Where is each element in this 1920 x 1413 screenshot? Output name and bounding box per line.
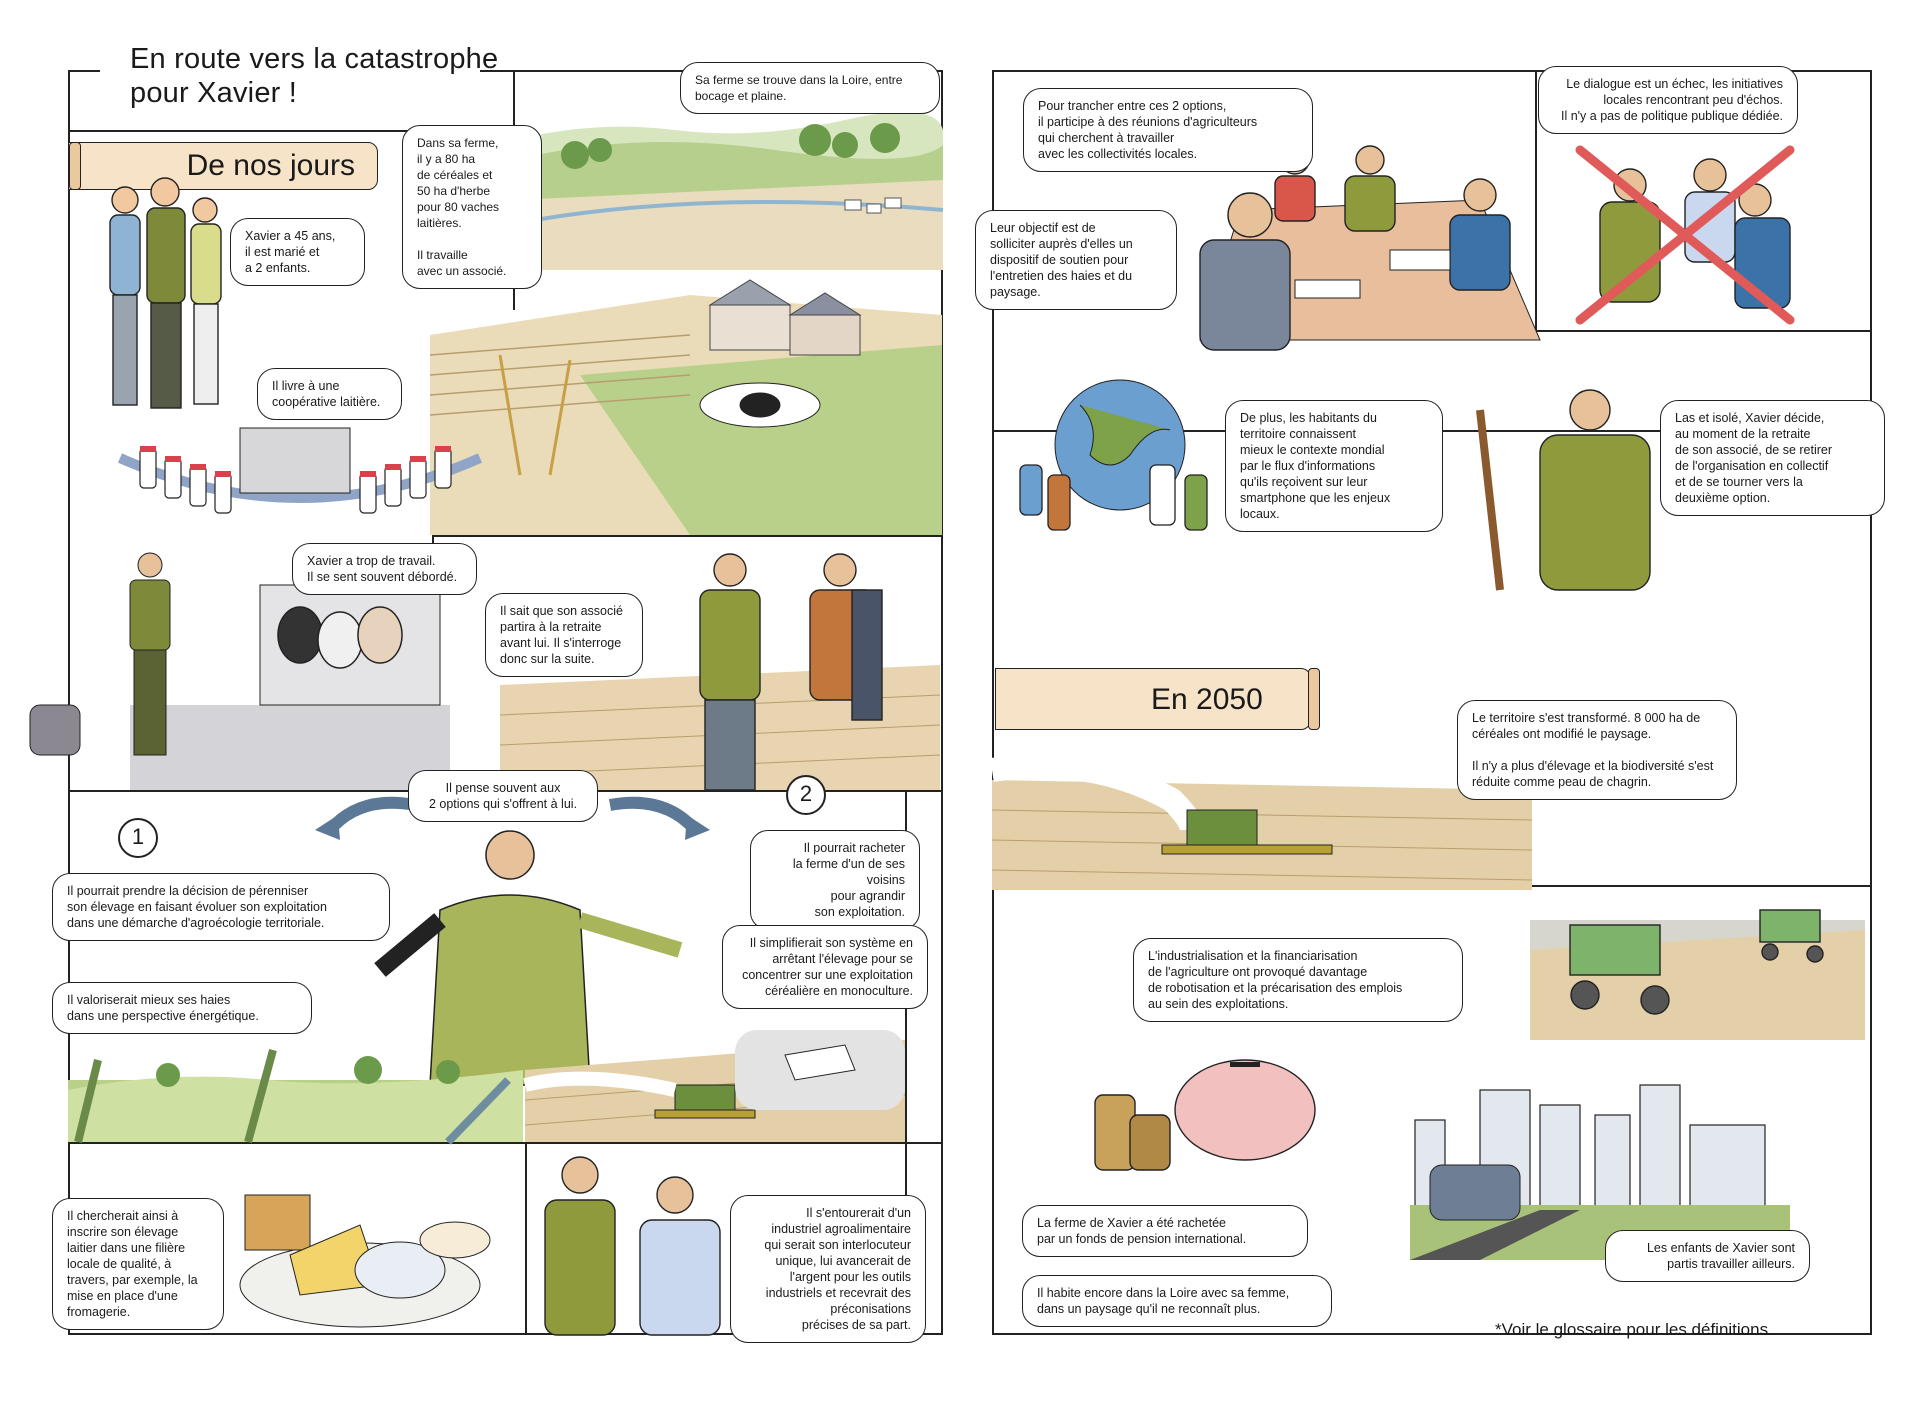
bubble-opt2-c: Il s'entourerait d'un industriel agroali… (730, 1195, 926, 1343)
xavier-thinking-illustration (374, 830, 683, 1086)
xavier-stick-illustration (1476, 389, 1651, 591)
robots-illustration (1530, 909, 1865, 1040)
bubble-decision: Las et isolé, Xavier décide, au moment d… (1660, 400, 1885, 516)
left-title: En route vers la catastrophe pour Xavier… (130, 43, 499, 109)
divider (68, 130, 513, 132)
hedge-landscape-illustration (68, 1048, 523, 1145)
bubble-failure: Le dialogue est un échec, les initiative… (1538, 66, 1798, 134)
divider (68, 1142, 943, 1144)
monoculture-harvester-illustration (990, 754, 1533, 890)
divider (525, 1030, 527, 1335)
globe-illustration (1019, 379, 1208, 531)
arrow-option-1 (315, 796, 417, 840)
arrow-option-2 (608, 796, 710, 840)
banner-today-label: De nos jours (186, 149, 355, 182)
farmers-talking-illustration (499, 553, 941, 791)
bubble-residents: De plus, les habitants du territoire con… (1225, 400, 1443, 532)
bubble-family: Xavier a 45 ans, il est marié et a 2 enf… (230, 218, 365, 286)
farm-illustration (429, 279, 942, 535)
banner-today: De nos jours (68, 142, 378, 190)
bubble-children: Les enfants de Xavier sont partis travai… (1605, 1230, 1810, 1282)
bubble-territory: Le territoire s'est transformé. 8 000 ha… (1457, 700, 1737, 800)
milk-bottles-illustration (117, 427, 483, 514)
bubble-opt1-b: Il valoriserait mieux ses haies dans une… (52, 982, 312, 1034)
option-1-number: 1 (118, 818, 158, 858)
glossary-footnote: *Voir le glossaire pour les définitions. (1495, 1320, 1773, 1339)
divider (1535, 70, 1537, 330)
harvester-illustration (523, 1030, 906, 1142)
bubble-location: Sa ferme se trouve dans la Loire, entre … (680, 62, 940, 114)
industrialist-illustration (544, 1156, 721, 1336)
bubble-opt2-b: Il simplifierait son système en arrêtant… (722, 925, 928, 1009)
bubble-industrial: L'industrialisation et la financiarisati… (1133, 938, 1463, 1022)
bubble-lives: Il habite encore dans la Loire avec sa f… (1022, 1275, 1332, 1327)
divider (432, 535, 943, 537)
banner-2050: En 2050 (995, 668, 1320, 730)
failure-crossed-illustration (1575, 145, 1795, 325)
banner-2050-label: En 2050 (1151, 683, 1263, 716)
landscape-illustration (515, 112, 944, 270)
bubble-retirement: Il sait que son associé partira à la ret… (485, 593, 643, 677)
family-illustration (109, 177, 222, 409)
city-illustration (1410, 1084, 1790, 1260)
divider (905, 790, 907, 1335)
cheese-illustration (239, 1194, 491, 1328)
divider (1535, 330, 1872, 332)
bubble-opt1-a: Il pourrait prendre la décision de péren… (52, 873, 390, 941)
bubble-farm: Dans sa ferme, il y a 80 ha de céréales … (402, 125, 542, 289)
bubble-objective: Leur objectif est de solliciter auprès d… (975, 210, 1177, 310)
piggy-bank-illustration (1094, 1059, 1316, 1171)
title-gap (100, 58, 480, 88)
bubble-options: Il pense souvent aux 2 options qui s'off… (408, 770, 598, 822)
bubble-coop: Il livre à une coopérative laitière. (257, 368, 402, 420)
meeting-illustration (1199, 145, 1541, 351)
bubble-workload: Xavier a trop de travail. Il se sent sou… (292, 543, 477, 595)
bubble-opt2-a: Il pourrait racheter la ferme d'un de se… (750, 830, 920, 930)
worker-cows-illustration (29, 552, 450, 790)
option-2-number: 2 (786, 775, 826, 815)
bubble-bought: La ferme de Xavier a été rachetée par un… (1022, 1205, 1308, 1257)
bubble-opt1-c: Il chercherait ainsi à inscrire son élev… (52, 1198, 224, 1330)
bubble-meetings: Pour trancher entre ces 2 options, il pa… (1023, 88, 1313, 172)
